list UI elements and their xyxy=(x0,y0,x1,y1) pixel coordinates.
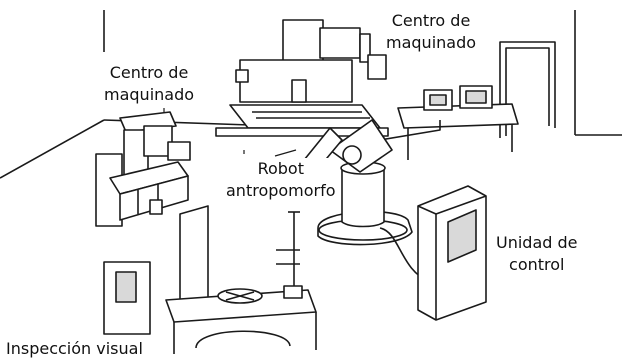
label-machining-center-left: Centro de maquinado xyxy=(102,62,197,106)
machining-center-top xyxy=(215,19,389,137)
control-cabinet xyxy=(417,185,487,321)
doorway xyxy=(499,41,556,138)
label-robot: Robot antropomorfo xyxy=(224,158,338,202)
leader-lines xyxy=(163,108,297,157)
label-visual-inspection: Inspección visual xyxy=(4,338,145,360)
inspection-station xyxy=(103,205,317,354)
machining-center-left xyxy=(95,111,191,227)
robot-arm xyxy=(295,119,431,283)
label-machining-center-top: Centro de maquinado xyxy=(384,10,479,54)
terminal-table xyxy=(379,85,519,160)
label-control-unit: Unidad de control xyxy=(494,232,580,276)
